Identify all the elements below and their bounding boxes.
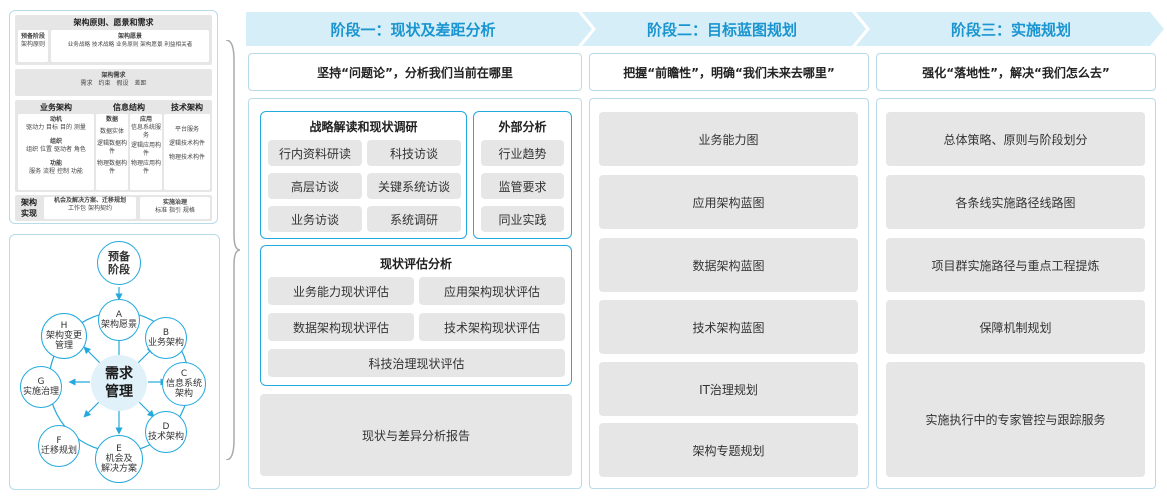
external-item: 行业趋势 [481,140,564,166]
stage2-item: 应用架构蓝图 [599,175,858,229]
ba-function-title: 功能 [49,160,62,167]
ba-motivation-sub: 驱动力 目标 目的 测量 [26,124,86,131]
physical-tech: 物理技术构件 [168,154,205,161]
prep-phase-node: 预备阶段 [97,241,141,285]
impl-head: 架构实现 [21,198,37,218]
strategy-research-title: 战略解读和现状调研 [309,120,418,134]
business-arch-box: 动机 驱动力 目标 目的 测量 组织 组织 位置 驱动者 角色 功能 服务 流程… [18,114,94,190]
logical-tech: 逻辑技术构件 [168,140,205,147]
stage-banner-arrows [246,12,1164,46]
logical-app: 逻辑应用构件 [130,142,161,157]
requirements-box: 架构需求 需求 约束 假设 差距 [15,69,212,96]
stage2-item: 业务能力图 [599,112,858,166]
tech-arch-head: 技术架构 [171,103,203,112]
stage2-title: 阶段二：目标蓝图规划 [646,20,797,39]
governance-sub: 标准 指引 规格 [155,207,195,214]
strategy-item: 高层访谈 [268,173,362,199]
assessment-item: 技术架构现状评估 [419,313,565,341]
governance-box: 实施治理 标准 指引 规格 [140,197,210,219]
external-item: 监管要求 [481,173,564,199]
grouping-brace [225,40,240,460]
gap-analysis-report: 现状与差异分析报告 [260,394,572,476]
external-analysis-group: 外部分析 行业趋势 监管要求 同业实践 [473,111,572,239]
assessment-item: 业务能力现状评估 [268,277,414,305]
app-arch-box: 应用 信息系统服务 逻辑应用构件 物理应用构件 [130,114,162,190]
ba-org-sub: 组织 位置 驱动者 角色 [26,146,86,153]
app-title: 应用 [139,116,152,123]
requirements-mgmt-node: 需求管理 [91,355,147,411]
physical-app: 物理应用构件 [130,160,161,175]
migration-title: 机会及解决方案、迁移规划 [53,197,126,204]
info-arch-head: 信息结构 [113,103,145,112]
assessment-item: 数据架构现状评估 [268,313,414,341]
physical-data: 物理数据构件 [96,160,127,175]
vision-box: 架构愿景 业务战略 技术战略 业务原则 架构愿景 利益相关者 [51,30,209,62]
stage1-title: 阶段一：现状及差距分析 [330,20,496,39]
stage3-item: 各条线实施路径线路图 [886,175,1145,229]
ba-motivation-title: 动机 [49,116,62,123]
stage1-slogan: 坚持“问题论”，分析我们当前在哪里 [248,53,582,91]
assessment-item: 科技治理现状评估 [268,349,565,377]
stage2-item: 架构专题规划 [599,423,858,477]
prep-title: 预备阶段 [20,33,45,40]
strategy-research-group: 战略解读和现状调研 行内资料研读 科技访谈 高层访谈 关键系统访谈 业务访谈 系… [260,111,467,239]
ba-function-sub: 服务 流程 控制 功能 [29,168,83,175]
data-arch-box: 数据 数据实体 逻辑数据构件 物理数据构件 [96,114,128,190]
prep-sub: 架构原则 [20,41,45,48]
strategy-item: 科技访谈 [367,140,461,166]
req-sub: 需求 约束 假设 差距 [80,80,147,87]
framework-title: 架构原则、愿景和需求 [73,18,154,27]
migration-sub: 工作包 架构契约 [68,205,112,212]
data-entity: 数据实体 [99,128,124,135]
req-title: 架构需求 [101,72,126,79]
strategy-item: 关键系统访谈 [367,173,461,199]
vision-sub: 业务战略 技术战略 业务原则 架构愿景 利益相关者 [67,42,193,48]
assessment-item: 应用架构现状评估 [419,277,565,305]
vision-title: 架构愿景 [117,33,142,40]
stage2-item: 数据架构蓝图 [599,238,858,292]
logical-data: 逻辑数据构件 [96,140,127,155]
stage2-slogan: 把握“前瞻性”，明确“我们未来去哪里” [589,53,869,91]
stage3-item: 总体策略、原则与阶段划分 [886,112,1145,166]
stage3-item: 实施执行中的专家管控与跟踪服务 [886,362,1145,477]
platform-service: 平台服务 [174,126,199,133]
architecture-framework-panel: 架构原则、愿景和需求 预备阶段 架构原则 架构愿景 业务战略 技术战略 业务原则… [9,10,218,224]
external-item: 同业实践 [481,206,564,232]
stage3-slogan: 强化“落地性”，解决“我们怎么去” [876,53,1156,91]
ba-org-title: 组织 [49,138,62,145]
info-system-service: 信息系统服务 [130,124,161,139]
status-assessment-title: 现状评估分析 [379,257,452,271]
strategy-item: 行内资料研读 [268,140,362,166]
prep-box: 预备阶段 架构原则 [18,30,48,62]
stage3-item: 保障机制规划 [886,300,1145,354]
status-assessment-group: 现状评估分析 业务能力现状评估 应用架构现状评估 数据架构现状评估 技术架构现状… [260,245,572,386]
stage3-item: 项目群实施路径与重点工程提炼 [886,238,1145,292]
strategy-item: 业务访谈 [268,206,362,232]
strategy-item: 系统调研 [367,206,461,232]
migration-box: 机会及解决方案、迁移规划 工作包 架构契约 [44,197,136,219]
external-analysis-title: 外部分析 [498,120,547,134]
tech-arch-box: 平台服务 逻辑技术构件 物理技术构件 [164,114,210,190]
stage2-item: IT治理规划 [599,362,858,416]
governance-title: 实施治理 [162,199,187,206]
stage2-item: 技术架构蓝图 [599,300,858,354]
business-arch-head: 业务架构 [40,103,72,112]
stage3-title: 阶段三：实施规划 [950,20,1071,39]
data-title: 数据 [105,116,118,123]
